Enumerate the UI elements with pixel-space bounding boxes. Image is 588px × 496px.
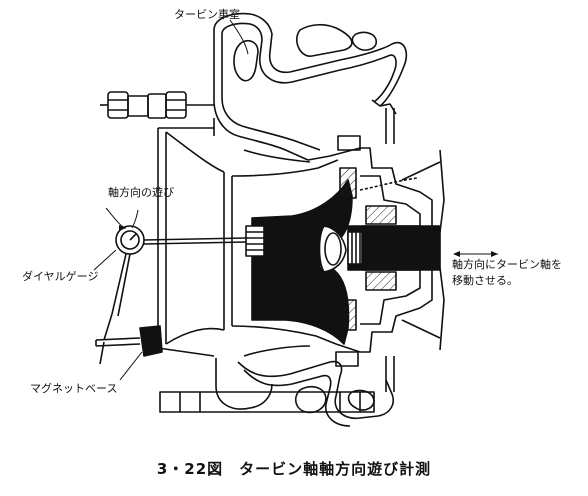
figure-caption: 3・22図 タービン軸軸方向遊び計測 <box>156 460 432 478</box>
lower-scroll-casing <box>157 347 394 427</box>
leader-magnet-base <box>119 351 143 381</box>
casing-left-wall <box>157 118 233 348</box>
break-line-right <box>439 149 445 351</box>
upper-scroll-casing <box>213 12 408 161</box>
label-turbine-casing: タービン車室 <box>174 8 240 21</box>
label-axial-play: 軸方向の遊び <box>108 186 174 199</box>
flange-bolt <box>100 91 214 119</box>
label-magnet-base: マグネットベース <box>30 382 118 395</box>
magnet-base <box>95 325 163 365</box>
bearing-housing <box>329 108 441 392</box>
turbine-shaft <box>347 225 441 271</box>
label-move-shaft-2: 移動させる。 <box>452 274 518 287</box>
turbine-wheel <box>245 179 353 345</box>
diffuser-passage <box>231 149 339 357</box>
label-move-shaft-1: 軸方向にタービン軸を <box>452 258 562 271</box>
leader-turbine-casing <box>229 19 249 55</box>
axial-play-arrow <box>105 207 127 231</box>
leader-dial-gauge <box>93 249 117 271</box>
dial-gauge <box>103 225 247 341</box>
label-dial-gauge: ダイヤルゲージ <box>22 270 99 283</box>
axial-play-arrow-right <box>131 209 139 229</box>
